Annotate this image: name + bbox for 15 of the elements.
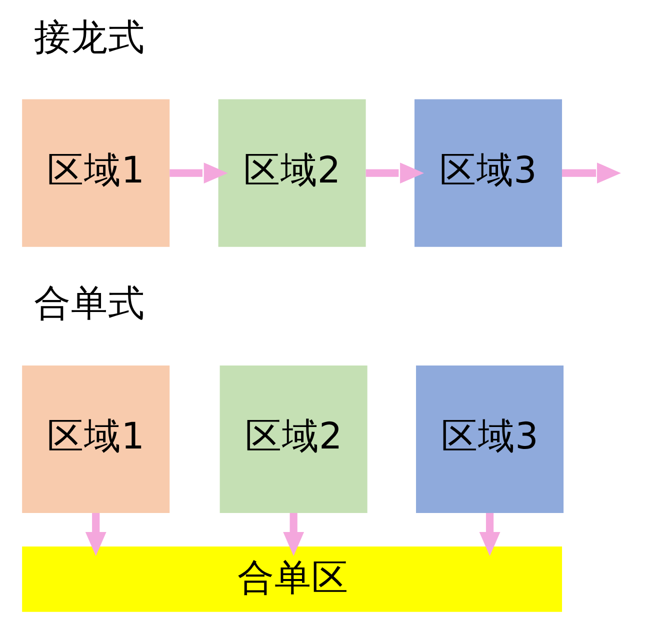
label: 接龙式 — [34, 15, 145, 58]
node-box: 区域3 — [414, 99, 562, 247]
node-box: 区域1 — [22, 365, 170, 513]
arrow — [169, 162, 228, 184]
arrow — [365, 162, 424, 184]
node-box: 区域2 — [219, 365, 367, 513]
arrow — [478, 513, 500, 556]
node-box: 区域3 — [416, 365, 564, 513]
arrow — [282, 513, 304, 556]
arrow — [562, 162, 620, 184]
label: 合单式 — [34, 282, 145, 325]
arrow — [84, 513, 106, 556]
node-box: 合单区 — [22, 546, 562, 612]
node-box: 区域2 — [218, 99, 366, 247]
node-box: 区域1 — [22, 99, 170, 247]
